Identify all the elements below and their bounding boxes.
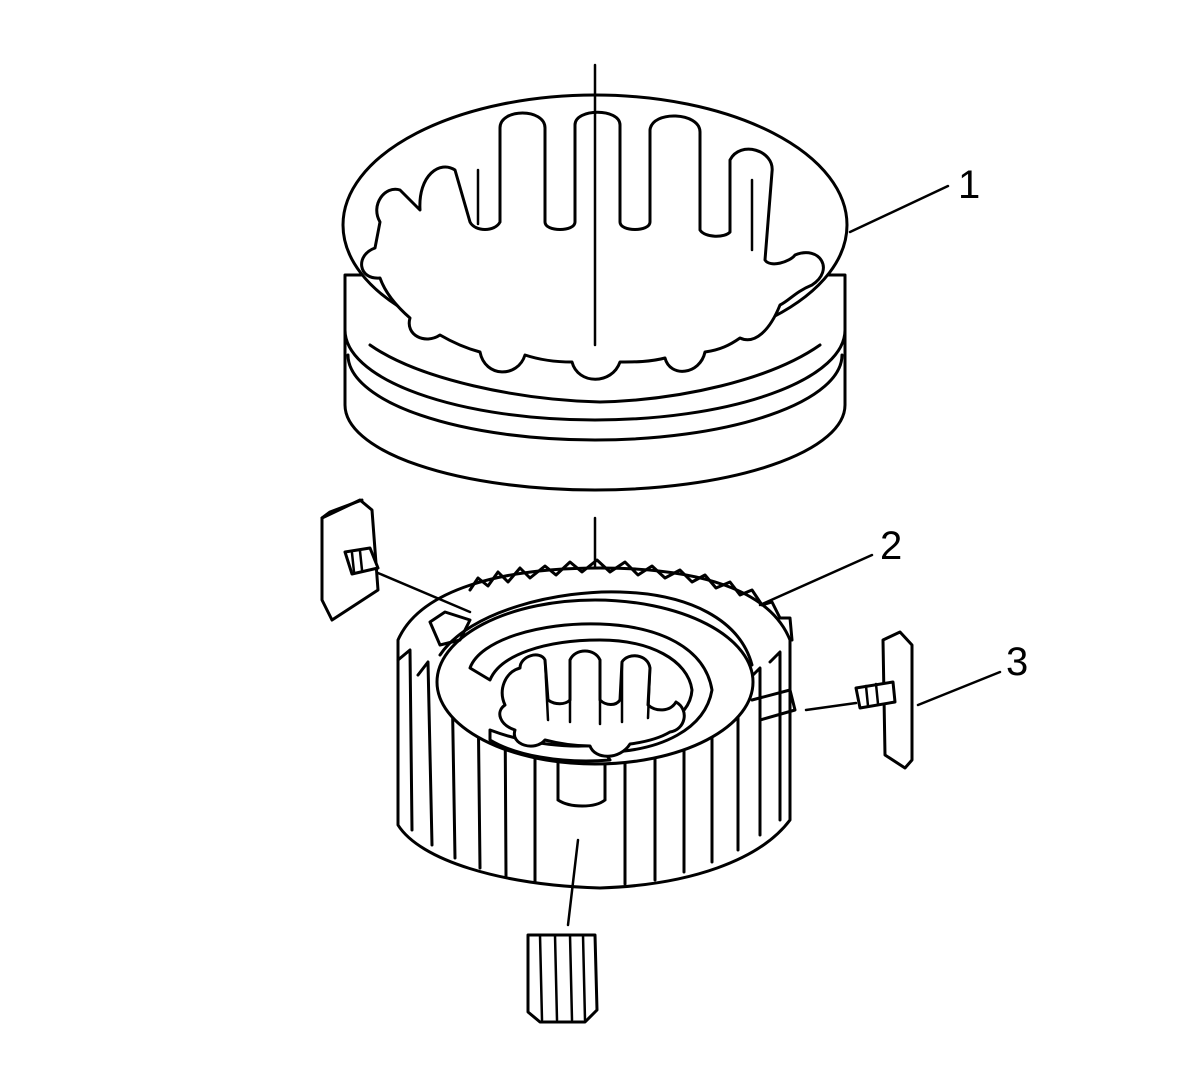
key-left-edge <box>320 498 364 520</box>
callout-1: 1 <box>958 163 981 207</box>
hub-rear-teeth <box>468 558 794 642</box>
key-right-plate <box>881 630 914 770</box>
key-right-leader <box>804 701 858 712</box>
synchronizer-key-left <box>320 498 472 622</box>
synchronizer-hub <box>396 558 797 890</box>
synchronizer-key-bottom <box>526 838 599 1024</box>
key-bottom-leader <box>566 838 580 927</box>
hub-step-ring <box>438 590 754 667</box>
sleeve-groove-upper <box>343 328 847 422</box>
sleeve-groove-inner <box>368 343 822 404</box>
hub-key-slot-right <box>750 688 797 722</box>
callout-3-leader <box>916 670 1002 707</box>
callout-2: 2 <box>880 524 903 568</box>
sleeve-inner-splines <box>360 110 825 381</box>
sleeve-spline-walls <box>476 123 754 252</box>
callout-3: 3 <box>1006 640 1029 684</box>
sleeve-groove-lower <box>346 353 844 442</box>
key-left-leader <box>376 571 472 614</box>
key-bottom-block <box>526 933 599 1024</box>
callout-1-leader <box>848 184 950 234</box>
callout-2-leader <box>758 553 874 607</box>
hub-bore-walls <box>543 658 652 726</box>
hub-key-slot-left <box>428 610 472 647</box>
synchronizer-key-right <box>804 630 914 770</box>
